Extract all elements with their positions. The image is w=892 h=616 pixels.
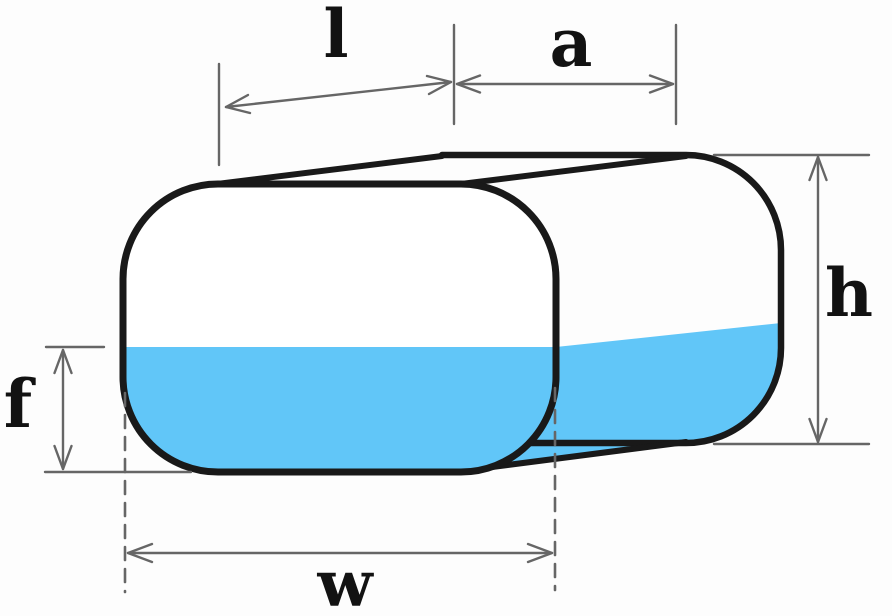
dimension-l-arrowhead-right <box>425 74 453 96</box>
tank-back-face-outline <box>438 151 785 447</box>
dimension-f: f <box>4 345 193 474</box>
dimension-f-label: f <box>4 365 36 443</box>
dimension-h: h <box>712 153 873 446</box>
dimension-a-arrowhead-right <box>648 74 675 94</box>
dimension-w-arrowhead-right <box>526 542 554 564</box>
tank-front-face-outline <box>119 180 560 476</box>
dimension-w: w <box>123 386 557 616</box>
tank-body <box>119 151 785 476</box>
dimension-f-arrowhead-top <box>53 348 73 375</box>
tank-top-right-edge <box>458 153 689 187</box>
dimension-h-label: h <box>825 254 873 332</box>
dimension-l-arrowhead-left <box>224 93 252 115</box>
dimension-w-arrowhead-left <box>126 542 154 564</box>
liquid-front-face <box>123 347 556 472</box>
dimension-h-arrowhead-bottom <box>808 417 828 444</box>
dimension-l: l <box>217 0 453 167</box>
tank-top-left-edge <box>214 153 445 187</box>
dimension-w-label: w <box>316 547 374 616</box>
dimension-a: a <box>452 4 678 126</box>
dimension-h-arrowhead-top <box>808 155 828 182</box>
dimension-f-arrowhead-bottom <box>53 444 73 471</box>
dimension-a-arrowhead-left <box>455 74 482 94</box>
dimension-a-label: a <box>550 4 593 82</box>
dimension-l-label: l <box>323 0 348 73</box>
dimension-l-arrow-line <box>224 80 453 109</box>
